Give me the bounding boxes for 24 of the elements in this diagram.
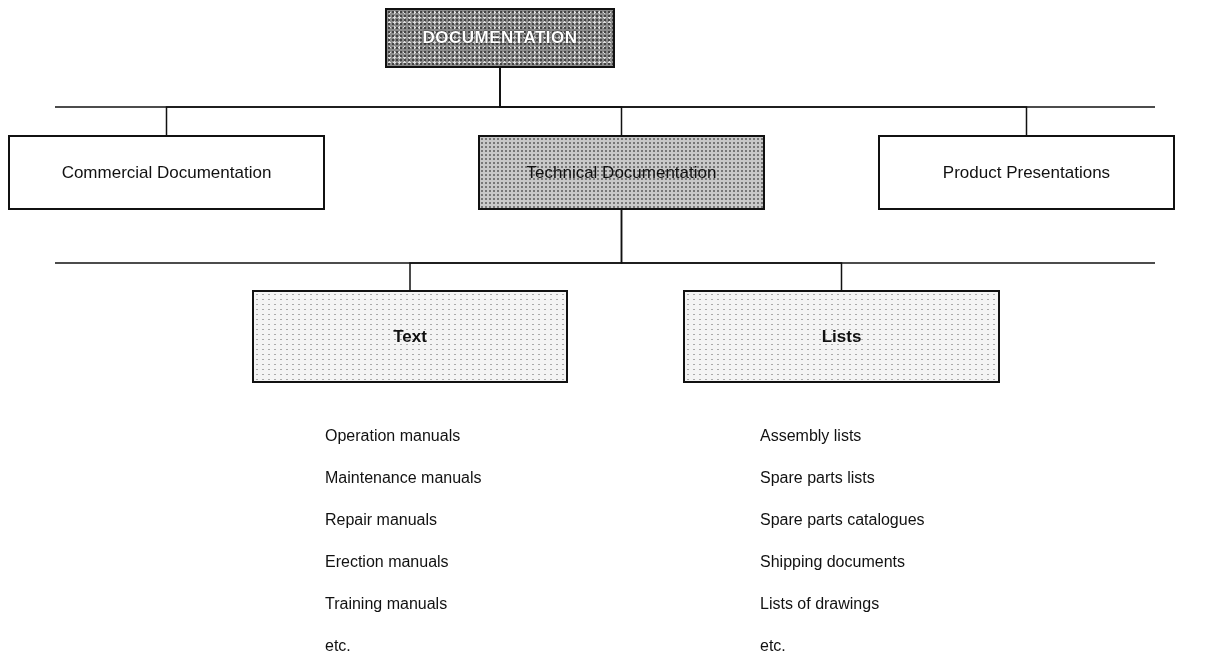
list-item: Maintenance manuals <box>325 468 482 488</box>
list-item: Assembly lists <box>760 426 862 446</box>
connector-line <box>499 67 1028 136</box>
list-item: Lists of drawings <box>760 594 880 614</box>
list-item: Erection manuals <box>325 552 449 572</box>
box-label: Technical Documentation <box>526 161 717 184</box>
list-item: etc. <box>325 636 351 656</box>
category-box <box>683 290 1000 383</box>
box-label: Text <box>393 325 427 348</box>
category-box <box>478 135 765 210</box>
list-item: etc. <box>760 636 786 656</box>
box-label: Product Presentations <box>942 161 1111 184</box>
list-item: Operation manuals <box>325 426 461 446</box>
list-item: Spare parts lists <box>760 468 875 488</box>
category-box <box>252 290 568 383</box>
box-label: Lists <box>821 325 862 348</box>
box-label: Commercial Documentation <box>61 161 272 184</box>
category-box <box>8 135 325 210</box>
category-box <box>878 135 1175 210</box>
list-item: Repair manuals <box>325 510 438 530</box>
list-item: Shipping documents <box>760 552 905 572</box>
connector-line <box>620 209 843 291</box>
list-item: Spare parts catalogues <box>760 510 925 530</box>
list-item: Training manuals <box>325 594 448 614</box>
